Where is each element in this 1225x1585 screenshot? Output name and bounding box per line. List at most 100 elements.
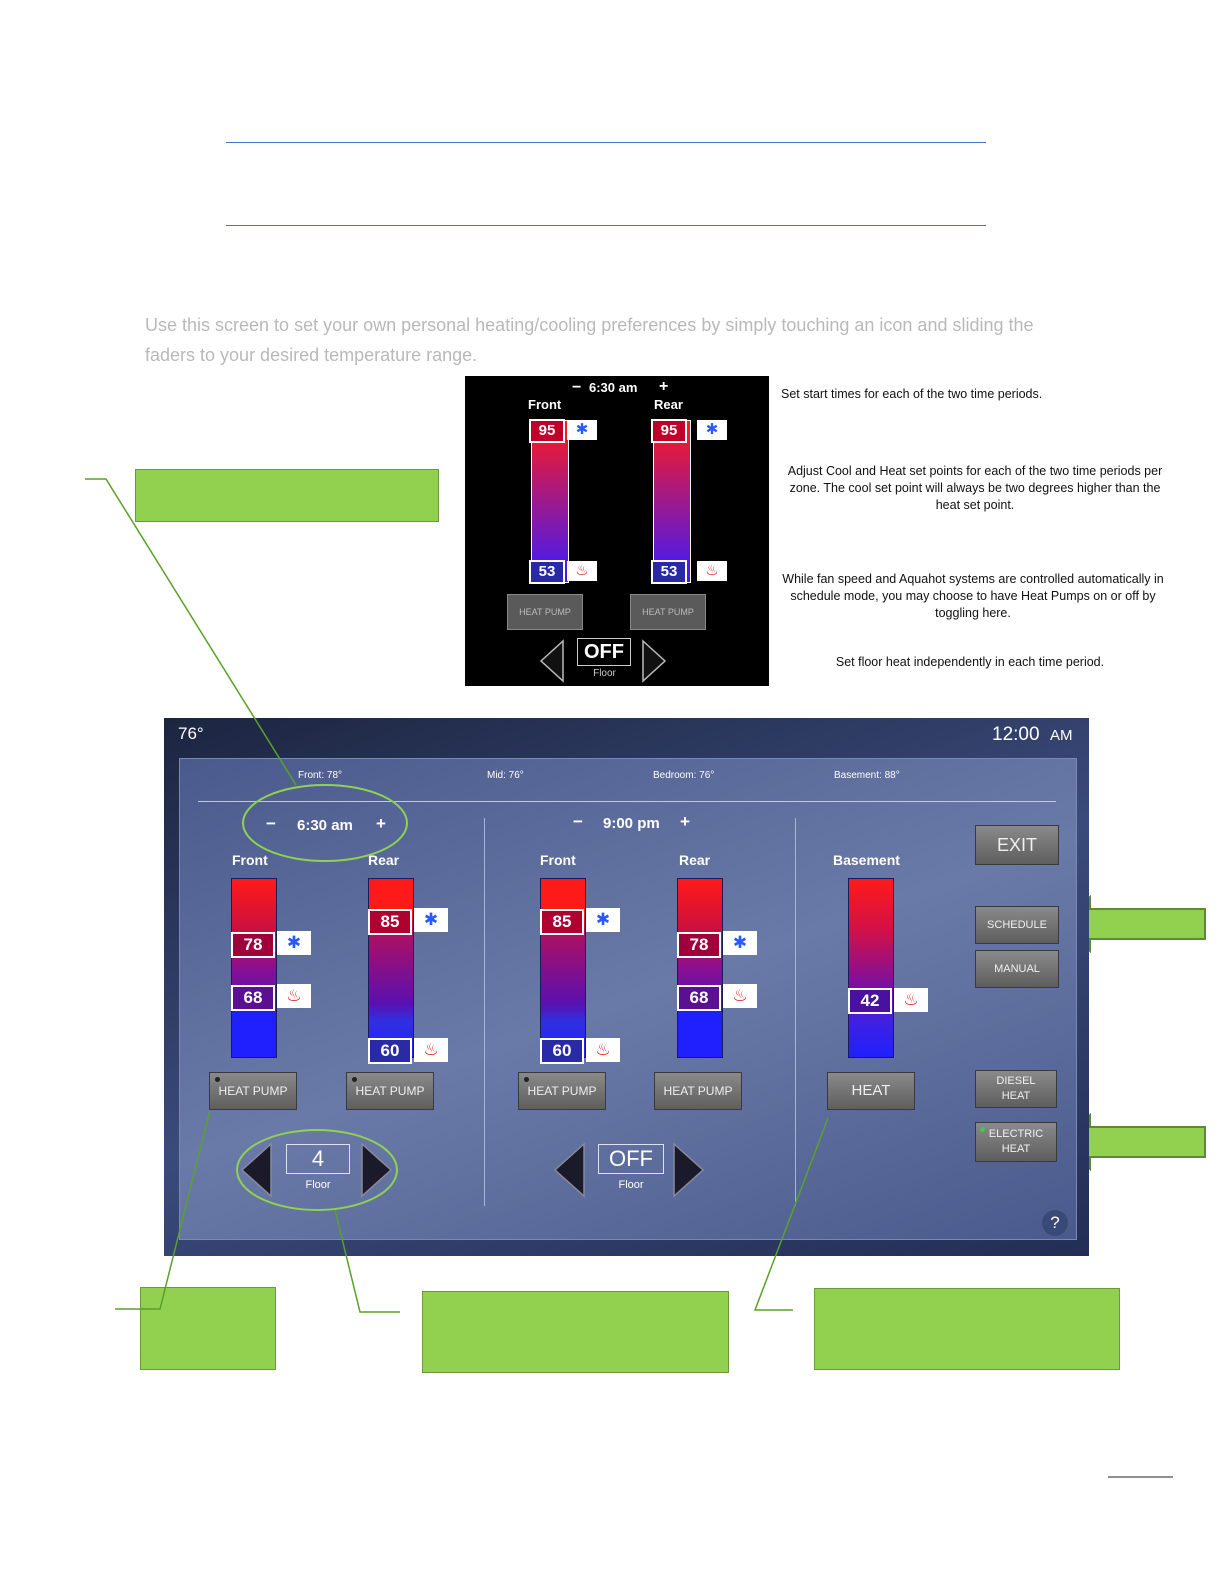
period2-rear-heat-value[interactable]: 68 xyxy=(677,985,721,1011)
flame-icon: ♨ xyxy=(414,1038,448,1062)
preview-floor-right-arrow-icon[interactable] xyxy=(641,639,669,683)
period2-rear-cool-value[interactable]: 78 xyxy=(677,932,721,958)
reading-mid: Mid: 76° xyxy=(487,770,524,781)
callout-box-time xyxy=(135,469,439,522)
period2-front-heat-value[interactable]: 60 xyxy=(540,1038,584,1064)
diesel-heat-label-line1: DIESEL xyxy=(996,1075,1036,1087)
indicator-dot-icon xyxy=(352,1077,357,1082)
period1-front-heat-pump-button[interactable]: HEAT PUMP xyxy=(209,1072,297,1110)
period1-front-cool-value[interactable]: 78 xyxy=(231,932,275,958)
leader-line-time xyxy=(85,478,297,786)
time-highlight-ellipse xyxy=(242,784,408,862)
help-button[interactable]: ? xyxy=(1042,1210,1068,1236)
clock-ampm: AM xyxy=(1050,727,1073,744)
indicator-dot-icon xyxy=(524,1077,529,1082)
diesel-heat-label-line2: HEAT xyxy=(1001,1090,1031,1102)
preview-floor-label: Floor xyxy=(593,668,616,679)
electric-heat-label-line1: ELECTRIC xyxy=(988,1128,1044,1140)
electric-heat-button[interactable]: ELECTRIC HEAT xyxy=(975,1122,1057,1162)
period1-time-minus[interactable]: − xyxy=(266,814,276,833)
thermostat-screen: 76° 12:00 AM Front: 78° Mid: 76° Bedroom… xyxy=(164,718,1089,1256)
manual-button[interactable]: MANUAL xyxy=(975,950,1059,988)
preview-floor-left-arrow-icon[interactable] xyxy=(537,639,565,683)
preview-zone-rear-label: Rear xyxy=(654,397,683,412)
diesel-heat-button[interactable]: DIESEL HEAT xyxy=(975,1070,1057,1108)
period2-floor-right-arrow-icon[interactable] xyxy=(672,1142,706,1198)
period2-time-minus[interactable]: − xyxy=(573,812,583,831)
exit-button[interactable]: EXIT xyxy=(975,825,1059,865)
basement-divider xyxy=(795,818,796,1206)
preview-rear-heat-pump-button[interactable]: HEAT PUMP xyxy=(630,594,706,630)
period1-time-plus[interactable]: + xyxy=(376,814,386,833)
heat-pump-label: HEAT PUMP xyxy=(527,1084,597,1098)
heat-pump-label: HEAT PUMP xyxy=(663,1084,733,1098)
period1-front-label: Front xyxy=(232,852,268,868)
readings-divider xyxy=(198,801,1056,802)
period1-floor-value: 4 xyxy=(286,1144,350,1174)
schedule-preview-panel: − 6:30 am + Front Rear 95 ✱ 53 ♨ 95 ✱ 53… xyxy=(465,376,769,686)
period1-rear-cool-value[interactable]: 85 xyxy=(368,909,412,935)
period2-floor-value: OFF xyxy=(598,1144,664,1174)
flame-icon: ♨ xyxy=(567,561,597,581)
preview-zone-front-label: Front xyxy=(528,397,562,412)
snowflake-icon: ✱ xyxy=(414,908,448,932)
period1-rear-heat-value[interactable]: 60 xyxy=(368,1038,412,1064)
flame-icon: ♨ xyxy=(697,561,727,581)
heat-pump-label: HEAT PUMP xyxy=(355,1084,425,1098)
preview-front-fader[interactable] xyxy=(531,420,569,583)
electric-heat-label-line2: HEAT xyxy=(1001,1143,1031,1155)
reading-basement: Basement: 88° xyxy=(834,770,900,781)
reading-bedroom: Bedroom: 76° xyxy=(653,770,715,781)
period2-front-cool-value[interactable]: 85 xyxy=(540,909,584,935)
basement-heat-value[interactable]: 42 xyxy=(848,988,892,1014)
snowflake-icon: ✱ xyxy=(567,420,597,440)
schedule-button[interactable]: SCHEDULE xyxy=(975,906,1059,944)
period1-front-fader[interactable] xyxy=(231,878,277,1058)
current-temperature: 76° xyxy=(178,724,204,743)
flame-icon: ♨ xyxy=(277,984,311,1008)
snowflake-icon: ✱ xyxy=(277,931,311,955)
period2-floor-left-arrow-icon[interactable] xyxy=(552,1142,586,1198)
period2-time: 9:00 pm xyxy=(603,815,660,832)
period2-time-plus[interactable]: + xyxy=(680,812,690,831)
period1-rear-fader[interactable] xyxy=(368,878,414,1058)
flame-icon: ♨ xyxy=(723,984,757,1008)
heat-pump-label: HEAT PUMP xyxy=(218,1084,288,1098)
electric-heat-arrow-icon xyxy=(1062,1113,1206,1171)
snowflake-icon: ✱ xyxy=(697,420,727,440)
preview-time-plus[interactable]: + xyxy=(659,378,669,395)
period-divider xyxy=(484,818,485,1206)
preview-front-heat-value[interactable]: 53 xyxy=(529,560,565,584)
basement-label: Basement xyxy=(833,852,900,868)
floor-highlight-ellipse xyxy=(236,1129,398,1211)
period2-front-fader[interactable] xyxy=(540,878,586,1058)
basement-fader[interactable] xyxy=(848,878,894,1058)
header-rule-bottom xyxy=(226,225,986,226)
preview-rear-heat-value[interactable]: 53 xyxy=(651,560,687,584)
period2-floor-label: Floor xyxy=(618,1179,644,1191)
flame-icon: ♨ xyxy=(894,988,928,1012)
schedule-arrow-icon xyxy=(1062,895,1206,953)
preview-rear-cool-value[interactable]: 95 xyxy=(651,419,687,443)
period1-front-heat-value[interactable]: 68 xyxy=(231,985,275,1011)
snowflake-icon: ✱ xyxy=(723,931,757,955)
period2-rear-label: Rear xyxy=(679,852,711,868)
period2-rear-fader[interactable] xyxy=(677,878,723,1058)
annotation-floor-heat: Set floor heat independently in each tim… xyxy=(835,655,1105,669)
period1-floor-left-arrow-icon[interactable] xyxy=(239,1142,273,1198)
period2-rear-heat-pump-button[interactable]: HEAT PUMP xyxy=(654,1072,742,1110)
intro-text: Use this screen to set your own personal… xyxy=(145,315,1034,365)
electric-heat-led-icon xyxy=(980,1127,985,1132)
basement-heat-button[interactable]: HEAT xyxy=(827,1072,915,1110)
callout-box-floor xyxy=(422,1291,729,1373)
preview-front-cool-value[interactable]: 95 xyxy=(529,419,565,443)
leader-line-floor xyxy=(334,1209,400,1313)
preview-time-minus[interactable]: − xyxy=(572,379,582,396)
period1-rear-heat-pump-button[interactable]: HEAT PUMP xyxy=(346,1072,434,1110)
annotation-start-times: Set start times for each of the two time… xyxy=(781,387,1043,401)
period1-floor-right-arrow-icon[interactable] xyxy=(360,1142,394,1198)
preview-front-heat-pump-button[interactable]: HEAT PUMP xyxy=(507,594,583,630)
period2-front-heat-pump-button[interactable]: HEAT PUMP xyxy=(518,1072,606,1110)
header-rule-top xyxy=(226,142,986,143)
